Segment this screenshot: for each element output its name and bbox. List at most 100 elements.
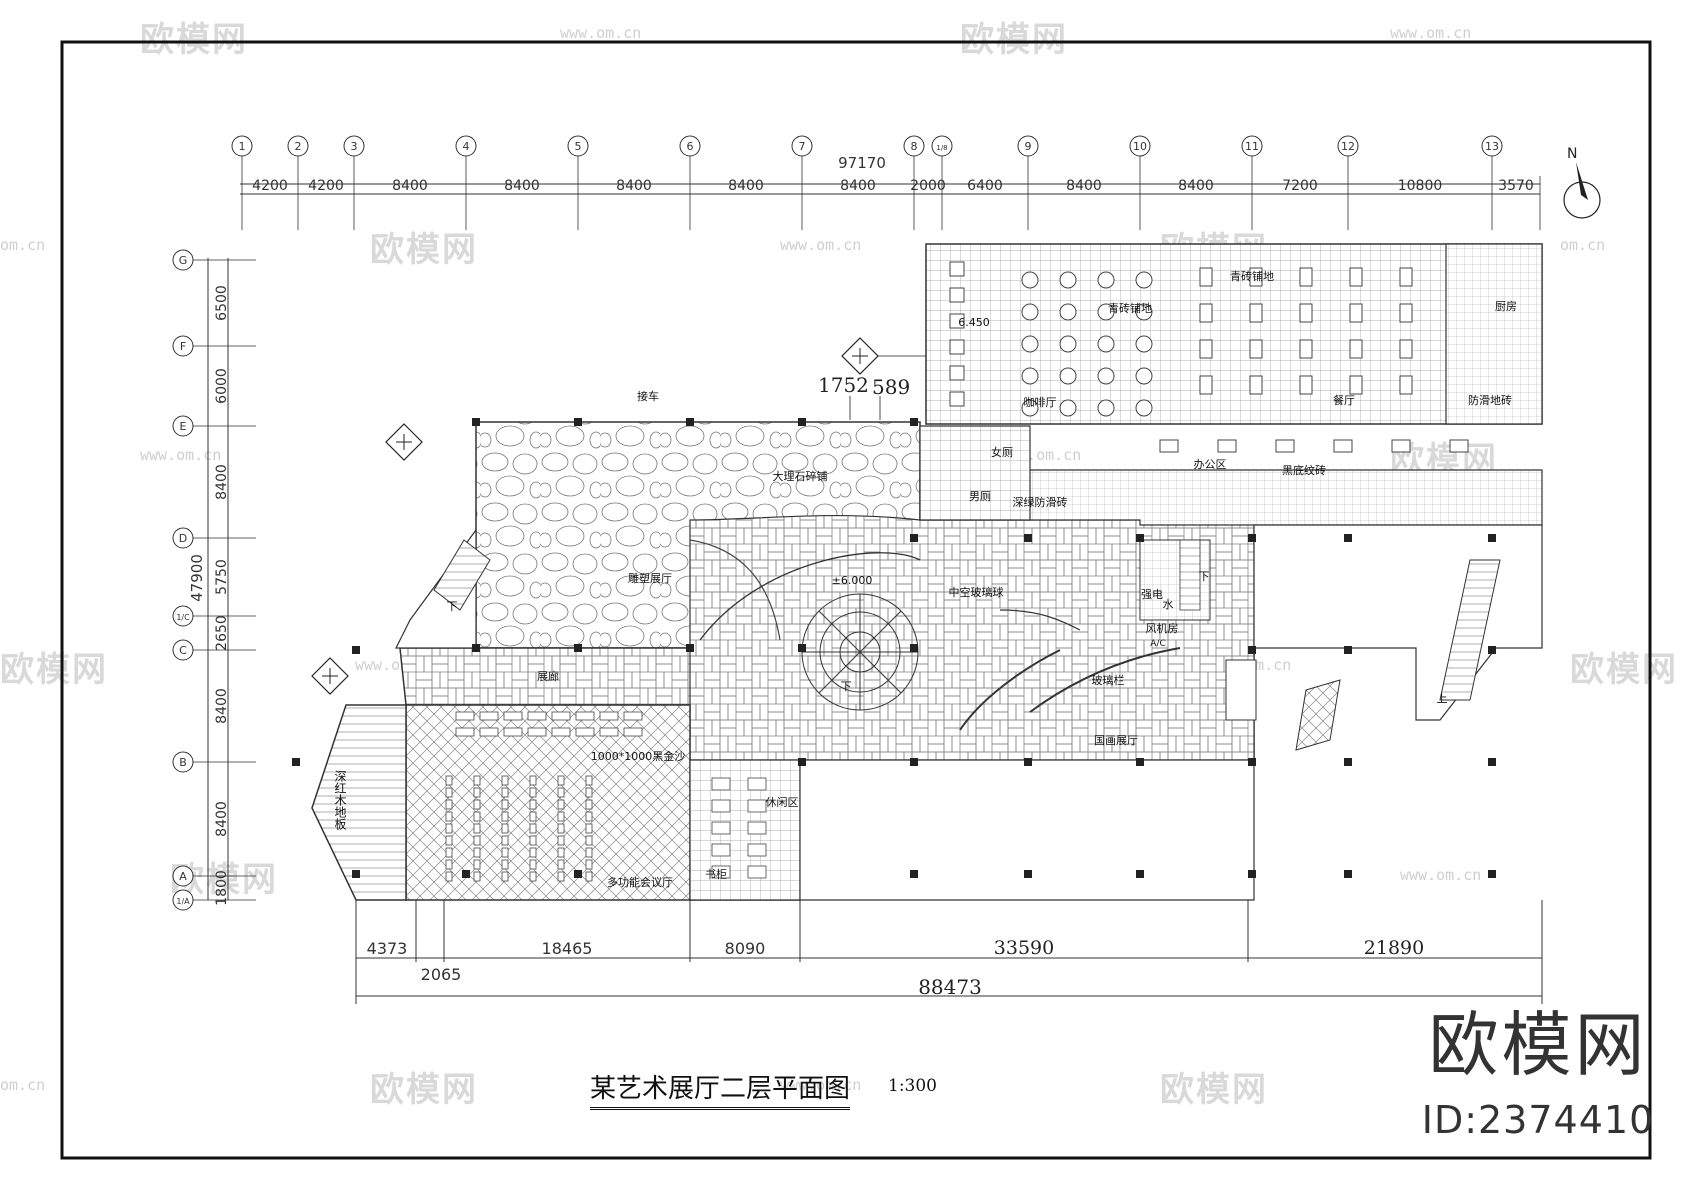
label-up: 上 (1437, 692, 1448, 705)
top-dimension-chain (240, 183, 1540, 195)
seat (575, 727, 595, 737)
booth-seat (949, 261, 965, 277)
restaurant-table (1349, 267, 1363, 287)
seat (599, 727, 619, 737)
axis-label: F (180, 340, 186, 353)
seat (445, 847, 453, 858)
cafe-table (1097, 367, 1115, 385)
bottom-total-dimension: 88473 (918, 975, 982, 999)
top-dimension: 3570 (1498, 178, 1534, 194)
seat (473, 859, 481, 870)
seat (585, 811, 593, 822)
restaurant-table (1399, 267, 1413, 287)
seat (529, 823, 537, 834)
bottom-dimension: 4373 (367, 939, 408, 958)
axis-label: G (179, 254, 188, 267)
cafe-table (1021, 367, 1039, 385)
seat (623, 711, 643, 721)
column (1488, 758, 1496, 766)
restaurant-table (1249, 339, 1263, 359)
cafe-table (1059, 335, 1077, 353)
office-desk (1275, 439, 1295, 453)
label-black-tile: 黑底纹砖 (1282, 463, 1326, 477)
cafe-table (1021, 335, 1039, 353)
seat (585, 859, 593, 870)
seat (557, 787, 565, 798)
seat (503, 727, 523, 737)
seat (527, 711, 547, 721)
seat (473, 787, 481, 798)
axis-label: A (179, 870, 187, 883)
restaurant-table (1199, 303, 1213, 323)
restaurant-table (1299, 339, 1313, 359)
column (1136, 870, 1144, 878)
seat (473, 811, 481, 822)
label-antislip: 防滑地砖 (1468, 393, 1512, 407)
column (686, 644, 694, 652)
seat (529, 847, 537, 858)
axis-label: 6 (687, 140, 694, 153)
column (1344, 870, 1352, 878)
seat (575, 711, 595, 721)
spiral-stair (699, 552, 1181, 731)
lounge-table (711, 865, 731, 879)
label-down: 下 (447, 600, 458, 613)
restaurant-table (1349, 303, 1363, 323)
left-axis-grid: GFED1/CCBA1/A650060008400575026508400840… (172, 249, 256, 911)
axis-label: 1/A (176, 897, 190, 906)
office-desk (1333, 439, 1353, 453)
seat (585, 775, 593, 786)
label-water: 水 (1163, 598, 1174, 611)
cafe-table (1135, 271, 1153, 289)
seat (473, 871, 481, 882)
axis-label: 1/C (176, 613, 190, 622)
label-corridor: 展廊 (537, 669, 559, 683)
label-brick2: 青砖铺地 (1108, 301, 1152, 315)
elevation-label: 1752 (818, 373, 869, 397)
seat (473, 823, 481, 834)
office-desk (1449, 439, 1469, 453)
top-dimension: 8400 (728, 178, 764, 194)
column (1344, 758, 1352, 766)
seat (473, 847, 481, 858)
column (1488, 870, 1496, 878)
axis-label: 11 (1245, 140, 1259, 153)
seat (501, 847, 509, 858)
seat (473, 835, 481, 846)
seat (503, 711, 523, 721)
label-kitchen: 厨房 (1495, 300, 1517, 313)
top-dimension: 10800 (1398, 178, 1443, 194)
bottom-dimension: 21890 (1364, 937, 1424, 959)
left-dimension: 2650 (214, 615, 230, 651)
label-sculpture-gallery: 雕塑展厅 (628, 571, 672, 585)
seat (445, 823, 453, 834)
seat (529, 811, 537, 822)
column (910, 758, 918, 766)
label-power: 强电 (1141, 588, 1163, 601)
seat (445, 835, 453, 846)
axis-label: 2 (295, 140, 302, 153)
left-dimension: 6500 (214, 285, 230, 321)
structural-columns (292, 418, 1496, 878)
restaurant-table (1399, 303, 1413, 323)
column (798, 644, 806, 652)
bottom-dimension: 8090 (725, 939, 766, 958)
column (472, 644, 480, 652)
seat (585, 799, 593, 810)
label-multifunction-hall: 多功能会议厅 (607, 875, 673, 889)
left-dimension: 5750 (214, 559, 230, 595)
restaurant-table (1199, 267, 1213, 287)
lounge-table (711, 799, 731, 813)
label-glass-rail: 玻璃栏 (1092, 673, 1125, 687)
label-cafe: 咖啡厅 (1024, 395, 1057, 409)
top-dimension: 4200 (252, 178, 288, 194)
lounge-table (747, 777, 767, 791)
office-desk (1159, 439, 1179, 453)
top-dimension: 8400 (1178, 178, 1214, 194)
column (1136, 758, 1144, 766)
column (910, 534, 918, 542)
seat (501, 811, 509, 822)
seat (557, 799, 565, 810)
column (352, 870, 360, 878)
restaurant-table (1249, 375, 1263, 395)
